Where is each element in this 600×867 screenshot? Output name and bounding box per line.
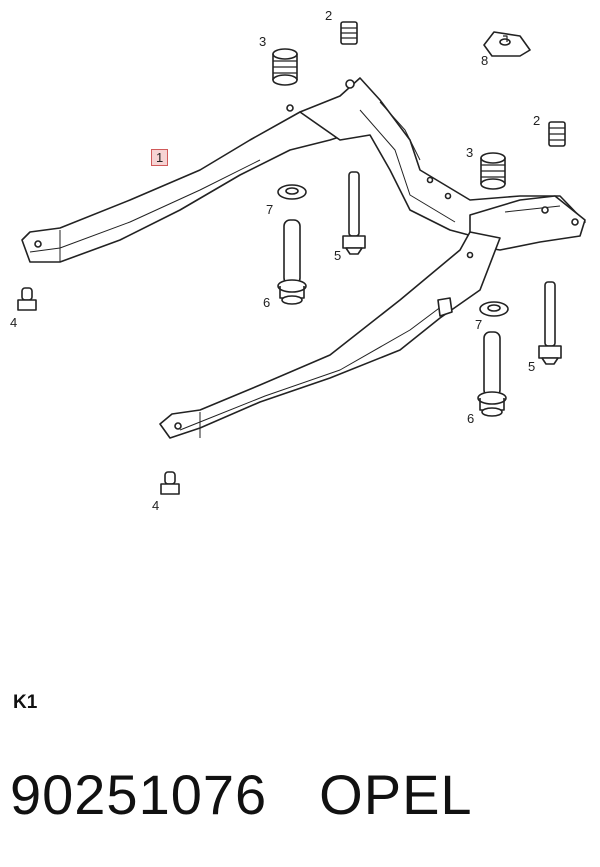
washer-right: [479, 301, 509, 317]
callout-frame: 1: [151, 149, 169, 166]
exploded-parts-diagram: [17, 21, 586, 495]
callout-mount-pad: 8: [481, 53, 489, 68]
flange-bolt-right: [477, 331, 507, 417]
brand-name: OPEL: [319, 763, 473, 826]
callout-washer-right: 7: [475, 317, 483, 332]
subframe-crossmember: [21, 77, 586, 439]
long-bolt-right: [538, 281, 562, 365]
callout-bump-stop-right: 2: [533, 113, 541, 128]
coil-insert-right: [480, 152, 506, 190]
callout-washer-left: 7: [266, 202, 274, 217]
long-bolt-left: [342, 171, 366, 255]
part-identification: 90251076 OPEL: [10, 762, 473, 827]
callout-long-bolt-left: 5: [334, 248, 342, 263]
callout-fastener-lower: 4: [152, 498, 160, 513]
callout-bump-stop-top: 2: [325, 8, 333, 23]
callout-coil-insert-top: 3: [259, 34, 267, 49]
fastener-upper: [17, 287, 37, 311]
bump-stop-right: [548, 121, 566, 147]
callout-fastener-upper: 4: [10, 315, 18, 330]
callout-flange-bolt-left: 6: [263, 295, 271, 310]
flange-bolt-left: [277, 219, 307, 305]
part-number: 90251076: [10, 763, 268, 826]
coil-insert-top: [272, 48, 298, 86]
bump-stop-top: [340, 21, 358, 45]
callout-flange-bolt-right: 6: [467, 411, 475, 426]
mount-pad: [483, 31, 531, 57]
callout-long-bolt-right: 5: [528, 359, 536, 374]
fastener-lower: [160, 471, 180, 495]
washer-left: [277, 184, 307, 200]
callout-coil-insert-right: 3: [466, 145, 474, 160]
section-label: K1: [13, 692, 38, 713]
